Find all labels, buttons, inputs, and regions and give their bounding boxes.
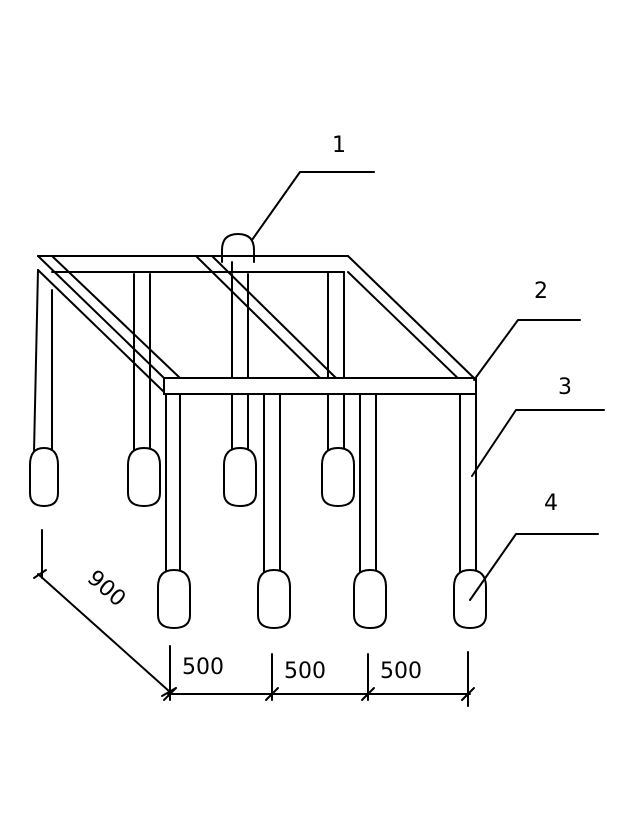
front-post-3 xyxy=(359,393,377,575)
frame-left-beam xyxy=(37,255,181,393)
callout-2-leader xyxy=(473,319,581,381)
back-post-3 xyxy=(231,273,249,453)
front-anchors xyxy=(157,568,487,630)
anchor-front-2 xyxy=(257,568,291,630)
back-post-4 xyxy=(327,271,345,453)
anchor-front-1 xyxy=(157,568,191,630)
dimension-depth xyxy=(33,529,177,697)
callout-1-leader xyxy=(251,171,375,241)
anchor-front-3 xyxy=(353,568,387,630)
front-post-4 xyxy=(459,393,477,575)
frame-right-beam xyxy=(343,255,475,387)
frame-back-beam xyxy=(37,255,349,273)
lifting-hook xyxy=(221,233,255,273)
callout-4-label: 4 xyxy=(544,491,558,516)
callout-3-leader xyxy=(471,409,605,477)
callout-4-leader xyxy=(469,533,599,601)
dimension-spacing-2: 500 xyxy=(284,659,326,684)
dimension-depth-label: 900 xyxy=(82,566,130,612)
anchor-back-4 xyxy=(321,446,355,508)
callout-2-label: 2 xyxy=(534,279,548,304)
callout-1-label: 1 xyxy=(332,133,346,158)
front-post-1 xyxy=(165,393,181,575)
frame-front-beam xyxy=(163,377,477,395)
dimension-spacing xyxy=(163,645,475,707)
callout-3-label: 3 xyxy=(558,375,572,400)
anchor-back-2 xyxy=(127,446,161,508)
back-anchors xyxy=(29,446,355,508)
frame-middle-beam xyxy=(195,255,337,379)
front-post-2 xyxy=(263,393,281,575)
dimension-spacing-1: 500 xyxy=(182,655,224,680)
back-post-1 xyxy=(33,269,53,453)
dimension-spacing-3: 500 xyxy=(380,659,422,684)
anchor-back-1 xyxy=(29,446,59,508)
anchor-back-3 xyxy=(223,446,257,508)
